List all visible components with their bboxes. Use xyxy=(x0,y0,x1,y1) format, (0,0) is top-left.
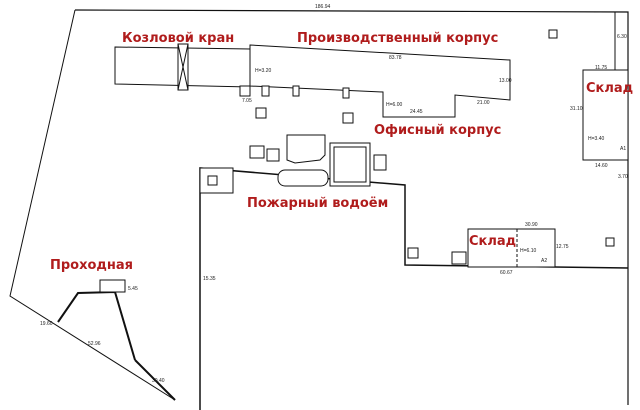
dim: Н=3.40 xyxy=(588,136,604,142)
dim: 186.94 xyxy=(315,4,331,10)
office-building xyxy=(286,134,326,164)
office-block-inner xyxy=(333,146,367,183)
production-building xyxy=(249,44,511,118)
label-warehouse-bottom: Склад xyxy=(469,234,516,249)
dim: 31.10 xyxy=(570,106,583,112)
checkpoint-building xyxy=(99,279,126,293)
dim: Н=6.00 xyxy=(386,102,402,108)
gate-icon xyxy=(207,175,218,186)
annex xyxy=(292,85,300,97)
small-building xyxy=(255,107,267,119)
label-crane: Козловой кран xyxy=(122,31,234,46)
site-boundary-left xyxy=(9,9,176,401)
warehouse-right xyxy=(582,69,629,161)
dim: Н=6.10 xyxy=(520,248,536,254)
dim: Н=3.20 xyxy=(255,68,271,74)
dim: А2 xyxy=(541,258,547,264)
label-fire-pond: Пожарный водоём xyxy=(247,196,388,211)
dim: 19.60 xyxy=(40,321,53,327)
small-building xyxy=(548,29,558,39)
dim: 15.35 xyxy=(203,276,216,282)
boundary-segment xyxy=(134,359,176,401)
dim: 3.70 xyxy=(618,174,628,180)
dim: 21.00 xyxy=(477,100,490,106)
dim: 12.75 xyxy=(556,244,569,250)
dim: 30.90 xyxy=(525,222,538,228)
label-checkpoint: Проходная xyxy=(50,258,133,273)
annex xyxy=(261,85,270,97)
small-building xyxy=(249,145,265,159)
crane-cross xyxy=(177,43,189,91)
dim: 24.45 xyxy=(410,109,423,115)
dim: А1 xyxy=(620,146,626,152)
label-production: Производственный корпус xyxy=(297,31,498,46)
small-building xyxy=(451,251,467,265)
fire-pond xyxy=(277,169,329,187)
label-office: Офисный корпус xyxy=(374,123,501,138)
small-building xyxy=(605,237,615,247)
warehouse-bottom xyxy=(467,228,556,268)
annex xyxy=(239,85,251,97)
dim: 83.78 xyxy=(389,55,402,61)
dim: 5.45 xyxy=(128,286,138,292)
dim: 11.75 xyxy=(595,65,607,71)
small-building xyxy=(407,247,419,259)
small-building xyxy=(373,154,387,171)
dim: 13.00 xyxy=(499,78,512,84)
dim: 52.96 xyxy=(88,341,101,347)
dim: 6.30 xyxy=(617,34,627,40)
site-boundary xyxy=(74,9,629,405)
checkpoint-passage xyxy=(57,290,136,361)
label-warehouse-right: Склад xyxy=(586,81,633,96)
dim: 60.67 xyxy=(500,270,513,276)
small-building xyxy=(266,148,280,162)
annex xyxy=(342,87,350,99)
dim: 30.40 xyxy=(152,378,165,384)
small-building xyxy=(342,112,354,124)
dim: 14.60 xyxy=(595,163,608,169)
dim: 7.05 xyxy=(242,98,252,104)
